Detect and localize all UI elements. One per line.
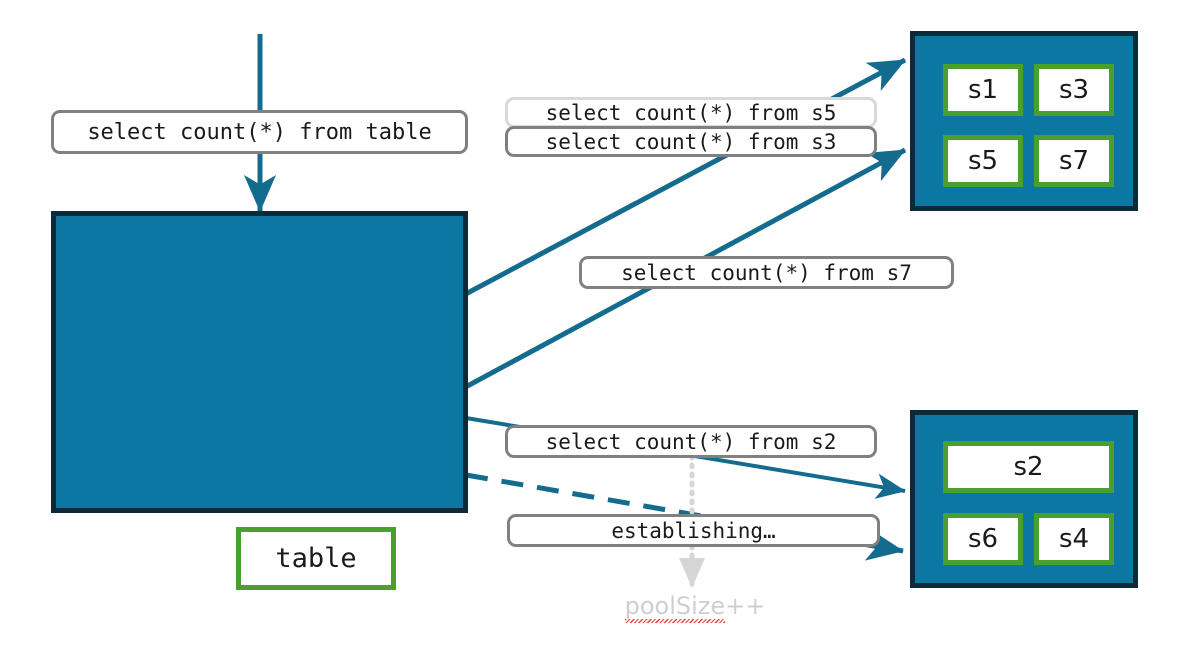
status-label-establishing[interactable]: establishing…: [507, 514, 880, 547]
connection-pool-bottom[interactable]: s2 s6 s4: [910, 410, 1138, 588]
server-node-s5[interactable]: s5: [943, 135, 1023, 187]
query-label-table[interactable]: select count(*) from table: [51, 110, 468, 154]
server-node-s4[interactable]: s4: [1034, 513, 1114, 565]
server-node-s2[interactable]: s2: [943, 441, 1114, 493]
database-container[interactable]: table: [51, 211, 468, 590]
poolsize-increment: ++: [725, 592, 766, 620]
server-node-s7[interactable]: s7: [1034, 135, 1114, 187]
connection-pool-top[interactable]: s1 s3 s5 s7: [910, 31, 1138, 211]
query-label-s3[interactable]: select count(*) from s3: [505, 126, 877, 157]
database-table-node[interactable]: table: [236, 527, 396, 590]
server-node-s1[interactable]: s1: [943, 64, 1023, 116]
query-label-s2[interactable]: select count(*) from s2: [505, 425, 877, 458]
server-node-s3[interactable]: s3: [1034, 64, 1114, 116]
query-label-s5[interactable]: select count(*) from s5: [505, 97, 877, 128]
server-node-s6[interactable]: s6: [943, 513, 1023, 565]
query-label-s7[interactable]: select count(*) from s7: [579, 256, 954, 289]
poolsize-text: poolSize: [624, 592, 726, 623]
poolsize-annotation: poolSize++: [560, 592, 830, 623]
